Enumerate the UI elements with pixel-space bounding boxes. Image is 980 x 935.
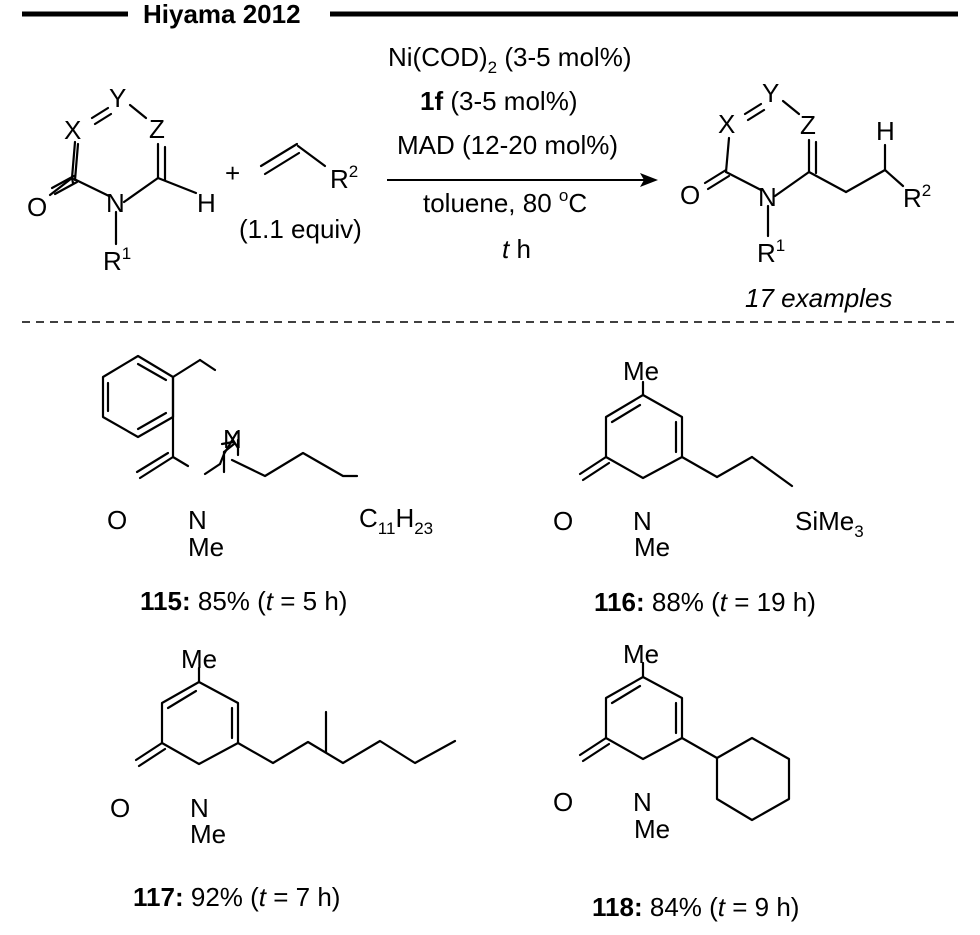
c116-atom-me-top: Me <box>623 356 659 386</box>
c116-atom-si: SiMe3 <box>795 506 864 541</box>
atom-n: N <box>106 188 125 218</box>
c115-atom-n-top: N <box>223 424 242 454</box>
c117-atom-me-top: Me <box>181 644 217 674</box>
product-atom-x: X <box>718 109 735 139</box>
plus-sign: + <box>225 158 240 188</box>
caption-118: 118: 84% (t = 9 h) <box>592 892 799 922</box>
c115-atom-o: O <box>107 505 127 535</box>
c116-atom-n: N <box>633 506 652 536</box>
atom-o: O <box>27 192 47 222</box>
c115-chain: C11H23 <box>359 503 433 538</box>
c118-atom-n: N <box>633 787 652 817</box>
atom-z: Z <box>149 114 165 144</box>
c116-atom-o: O <box>553 506 573 536</box>
reaction-conditions: Ni(COD)2 (3-5 mol%) 1f (3-5 mol%) MAD (1… <box>387 42 658 264</box>
reaction-arrow-head <box>640 173 658 187</box>
product-atom-h: H <box>876 116 895 146</box>
c116-atom-me: Me <box>634 532 670 562</box>
condition-time: t h <box>502 234 531 264</box>
condition-additive: MAD (12-20 mol%) <box>397 130 618 160</box>
condition-ligand: 1f (3-5 mol%) <box>420 86 577 116</box>
alkene-equiv: (1.1 equiv) <box>239 214 362 244</box>
caption-117: 117: 92% (t = 7 h) <box>133 882 340 912</box>
alkene-r2: R2 <box>330 162 358 194</box>
product-atom-z: Z <box>800 110 816 140</box>
caption-116: 116: 88% (t = 19 h) <box>594 587 816 617</box>
product-atom-n: N <box>758 182 777 212</box>
atom-y: Y <box>109 83 126 113</box>
c118-atom-o: O <box>553 787 573 817</box>
atom-h: H <box>197 188 216 218</box>
compound-118: Me O N Me <box>553 639 791 844</box>
product-atom-y: Y <box>762 78 779 108</box>
condition-solvent: toluene, 80 oC <box>423 186 587 218</box>
header: Hiyama 2012 <box>22 0 958 29</box>
c115-atom-me: Me <box>188 532 224 562</box>
atom-r1: R1 <box>103 244 131 276</box>
c118-atom-me-top: Me <box>623 639 659 669</box>
header-title: Hiyama 2012 <box>143 0 301 29</box>
condition-catalyst: Ni(COD)2 (3-5 mol%) <box>388 42 631 77</box>
product-heterocycle: X Y Z O N H R1 R2 <box>680 78 931 268</box>
alkene-reactant: R2 (1.1 equiv) <box>239 142 362 244</box>
c117-atom-o: O <box>110 793 130 823</box>
c118-atom-me: Me <box>634 814 670 844</box>
reactant-heterocycle: X Y Z O N H R1 <box>27 83 216 276</box>
compound-117: Me O N Me <box>110 644 457 849</box>
product-atom-r1: R1 <box>757 236 785 268</box>
caption-115: 115: 85% (t = 5 h) <box>140 586 347 616</box>
product-atom-o: O <box>680 180 700 210</box>
c117-atom-me: Me <box>190 819 226 849</box>
examples-count: 17 examples <box>745 283 892 313</box>
compound-116: Me O N Me SiMe3 <box>553 356 864 562</box>
compound-115: N O N Me C11H23 <box>101 354 433 562</box>
atom-x: X <box>64 115 81 145</box>
product-atom-r2: R2 <box>903 181 931 213</box>
c115-atom-n: N <box>188 505 207 535</box>
c117-atom-n: N <box>190 793 209 823</box>
